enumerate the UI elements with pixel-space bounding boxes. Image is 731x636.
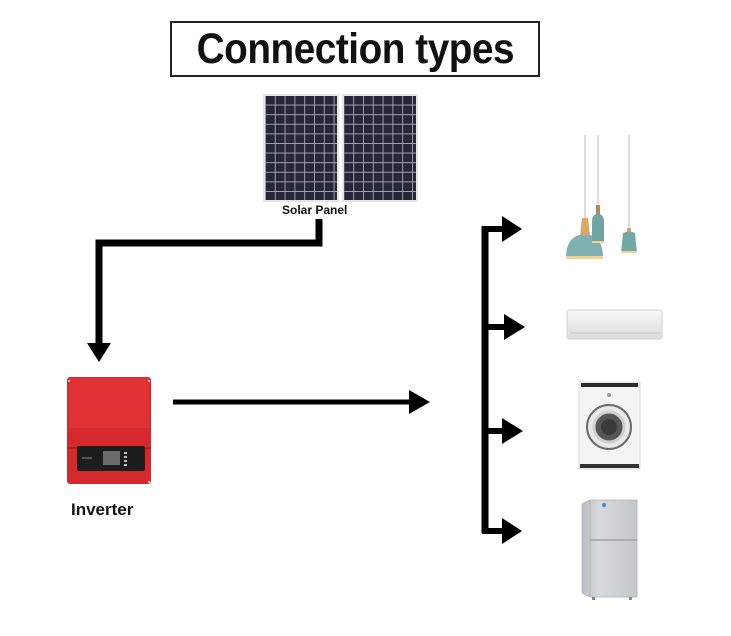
distribution-bus — [481, 216, 525, 544]
branch-arrow-ac — [504, 314, 525, 340]
diagram-title: Connection types — [196, 24, 514, 73]
inverter-icon — [67, 377, 151, 484]
inverter-label: Inverter — [71, 500, 134, 519]
pendant-lamp-icon — [566, 135, 637, 259]
solar-panel-label: Solar Panel — [282, 203, 348, 217]
branch-arrow-lamps — [502, 216, 522, 242]
air-conditioner-icon — [566, 309, 663, 340]
solar-to-inverter-arrow — [87, 219, 323, 362]
inverter-to-loads-arrow — [173, 390, 430, 414]
branch-arrow-washer — [502, 418, 523, 444]
washing-machine-icon — [578, 381, 641, 470]
solar-panel-icon — [263, 94, 418, 202]
title-box: Connection types — [170, 21, 540, 77]
refrigerator-icon — [581, 499, 638, 600]
branch-arrow-fridge — [502, 518, 522, 544]
